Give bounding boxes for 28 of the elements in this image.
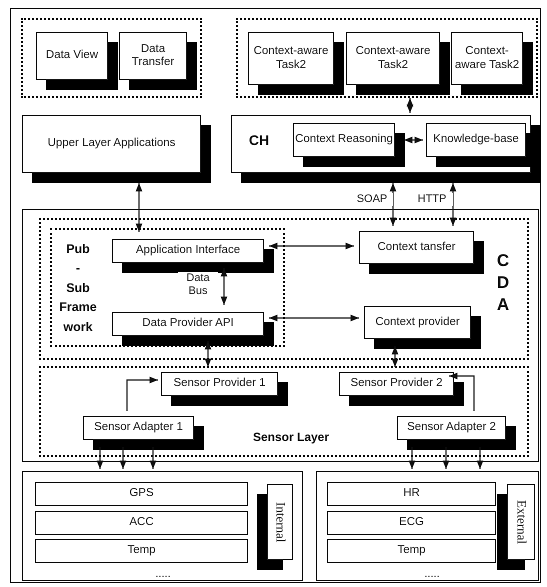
arrow bbox=[449, 372, 475, 411]
dotted-group-frame bbox=[39, 366, 529, 457]
arrow bbox=[136, 183, 142, 232]
dotted-group-frame bbox=[39, 218, 529, 360]
frame-border bbox=[10, 8, 541, 583]
group-title: Pub - Sub Frame work bbox=[58, 241, 98, 336]
group-title: CH bbox=[248, 132, 270, 149]
component-box: HR bbox=[327, 482, 496, 506]
arrow bbox=[390, 183, 396, 226]
arrow bbox=[220, 268, 228, 305]
component-box: Temp bbox=[327, 539, 496, 563]
frame-border bbox=[22, 471, 303, 581]
arrow bbox=[450, 183, 456, 226]
ellipsis-text: ..... bbox=[154, 568, 172, 582]
ellipsis-text: ..... bbox=[423, 568, 441, 582]
arrow bbox=[404, 136, 423, 144]
group-title: Sensor Layer bbox=[252, 430, 330, 444]
dotted-group-frame bbox=[50, 228, 285, 347]
component-box: Temp bbox=[35, 539, 248, 563]
frame-border bbox=[22, 209, 539, 462]
group-title: C D A bbox=[496, 250, 510, 316]
arrow bbox=[126, 376, 158, 411]
frame-border bbox=[316, 471, 539, 581]
component-box: GPS bbox=[35, 482, 248, 506]
dotted-group-frame bbox=[236, 18, 538, 98]
component-box: ACC bbox=[35, 511, 248, 535]
component-box: ECG bbox=[327, 511, 496, 535]
dotted-group-frame bbox=[21, 18, 202, 98]
